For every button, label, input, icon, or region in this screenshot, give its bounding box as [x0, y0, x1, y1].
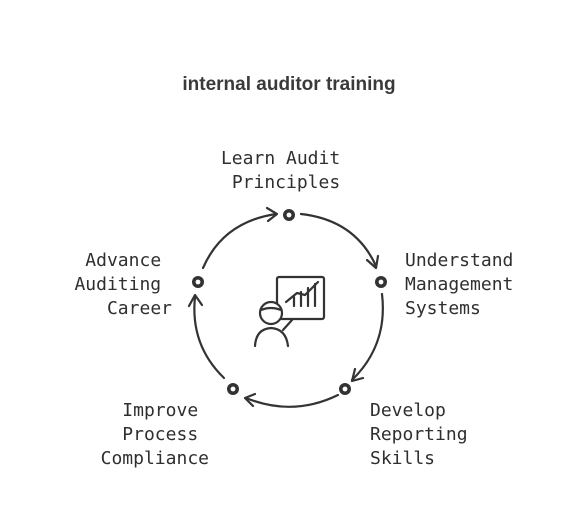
arrow-develop-to-improve	[244, 393, 340, 408]
arrowhead-advance-to-learn	[265, 206, 279, 223]
step-label-advance: Advance Auditing Career	[74, 250, 172, 319]
step-nodes	[192, 209, 387, 395]
arrow-understand-to-develop	[350, 292, 384, 382]
cycle-arrows	[187, 206, 384, 408]
step-node-understand	[375, 276, 387, 288]
arrowhead-develop-to-improve	[243, 392, 257, 408]
step-node-learn	[283, 209, 295, 221]
presenter-with-chart-icon	[253, 275, 326, 348]
step-node-advance	[192, 276, 204, 288]
step-label-develop: Develop Reporting Skills	[370, 400, 478, 469]
step-node-improve	[227, 383, 239, 395]
arrow-improve-to-advance	[193, 295, 226, 380]
arrowhead-learn-to-understand	[365, 254, 380, 270]
arrow-learn-to-understand	[299, 212, 378, 268]
diagram-title: internal auditor training	[182, 74, 395, 95]
step-label-improve: Improve Process Compliance	[101, 400, 209, 469]
step-node-develop	[339, 383, 351, 395]
step-label-learn: Learn Audit Principles	[221, 148, 351, 193]
arrowhead-understand-to-develop	[350, 367, 365, 383]
step-label-understand: Understand Management Systems	[405, 250, 524, 319]
arrow-advance-to-learn	[201, 212, 278, 270]
arrowhead-improve-to-advance	[187, 293, 204, 308]
